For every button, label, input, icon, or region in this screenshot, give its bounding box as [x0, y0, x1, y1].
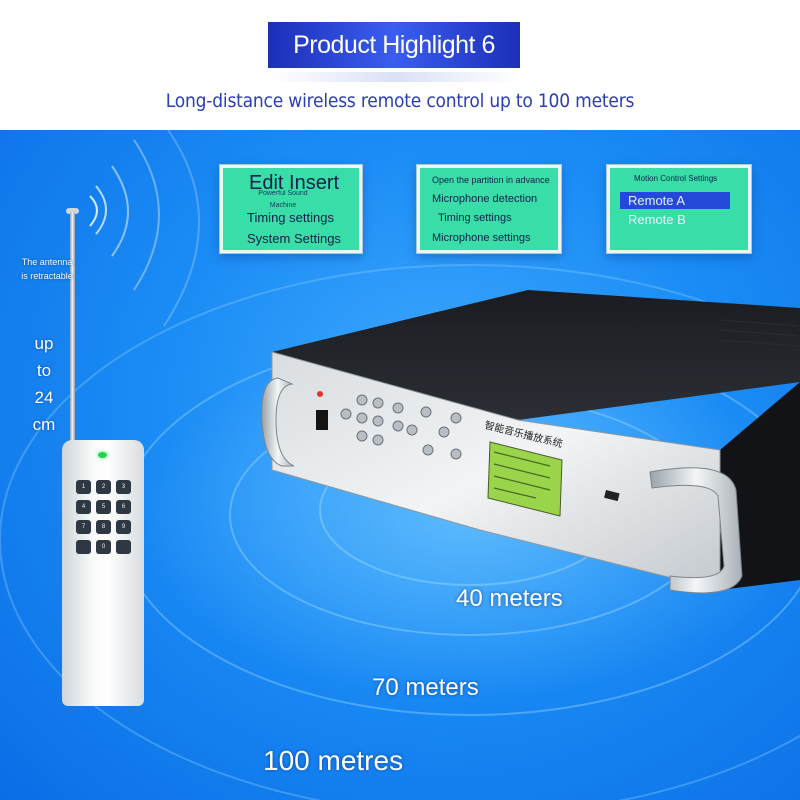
lcd-selection-highlight [620, 192, 730, 209]
control-button [356, 430, 368, 442]
control-button [372, 397, 384, 409]
headline-number: 6 [481, 31, 495, 59]
remote-key: 3 [116, 480, 131, 494]
device-lcd-row [493, 451, 551, 467]
header-haze [270, 72, 520, 82]
music-player-device: 智能音乐播放系统 [261, 290, 800, 594]
control-button [450, 448, 462, 460]
device-top [272, 290, 800, 420]
headline-badge: Product Highlight 6 [268, 22, 520, 68]
lcd-edit-line3: System Settings [247, 231, 341, 246]
lcd-panel-partition: Open the partition in advance Microphone… [417, 165, 561, 253]
device-vent [719, 339, 799, 347]
headline: Product Highlight 6 [268, 22, 520, 68]
remote-key: 4 [76, 500, 91, 514]
ring-100 [0, 264, 800, 800]
lcd-partition-line4: Microphone settings [432, 232, 531, 244]
device-lcd-row [493, 487, 537, 499]
usb-port [604, 490, 620, 502]
lcd-motion-option1: Remote A [628, 193, 686, 208]
remote-key: 9 [116, 520, 131, 534]
control-buttons [340, 394, 462, 460]
lcd-panel-edit: Edit Insert Powerful Sound Machine Timin… [220, 165, 362, 253]
lcd-partition-line1: Open the partition in advance [432, 175, 550, 185]
remote-led [98, 452, 107, 458]
control-button [450, 412, 462, 424]
signal-arc-5 [163, 130, 200, 327]
remote-key [76, 540, 91, 554]
device-lcd-row [493, 463, 551, 479]
control-button [356, 394, 368, 406]
power-indicator [317, 391, 323, 397]
device-lcd [487, 441, 563, 517]
antenna [70, 212, 75, 442]
control-button [438, 426, 450, 438]
signal-arc-3 [111, 165, 129, 257]
lcd-partition-line2: Microphone detection [432, 193, 538, 205]
power-switch [316, 410, 328, 430]
subheading: Long-distance wireless remote control up… [165, 90, 635, 112]
device-right-handle [649, 467, 743, 594]
signal-arc-4 [133, 139, 160, 291]
device-vent [719, 329, 799, 337]
control-button [406, 424, 418, 436]
signal-arc-1 [89, 195, 98, 227]
remote-key: 6 [116, 500, 131, 514]
lcd-edit-overlay: Powerful Sound Machine [258, 190, 308, 209]
control-button [392, 402, 404, 414]
control-button [372, 415, 384, 427]
lcd-motion-option2: Remote B [628, 212, 686, 227]
antenna-note: The antenna is retractable [21, 257, 73, 281]
remote-key: 8 [96, 520, 111, 534]
control-button [340, 408, 352, 420]
lcd-motion-title: Motion Control Settings [634, 174, 718, 183]
device-side [720, 382, 800, 590]
signal-waves-icon [89, 130, 200, 327]
antenna-tip [66, 208, 79, 214]
control-button [392, 420, 404, 432]
control-button [356, 412, 368, 424]
headline-label: Product Highlight [293, 31, 476, 59]
header: Product Highlight 6 Long-distance wirele… [0, 0, 800, 130]
lcd-edit-title: Edit Insert [249, 172, 340, 194]
remote-key: 5 [96, 500, 111, 514]
lcd-panel-motion: Motion Control Settings Remote A Remote … [607, 165, 751, 253]
antenna-length-note: up to 24 cm [32, 334, 56, 434]
remote-key: 2 [96, 480, 111, 494]
product-scene: Edit Insert Powerful Sound Machine Timin… [0, 130, 800, 800]
lcd-edit-line2: Timing settings [247, 210, 334, 225]
remote-key: 0 [96, 540, 111, 554]
control-button [422, 444, 434, 456]
device-lcd-row [493, 475, 551, 491]
control-button [372, 434, 384, 446]
distance-label-100: 100 metres [263, 745, 404, 776]
device-vent [719, 319, 799, 327]
remote-key: 1 [76, 480, 91, 494]
remote-keypad: 1 2 3 4 5 6 7 8 9 0 [76, 480, 132, 554]
remote-key: 7 [76, 520, 91, 534]
control-button [420, 406, 432, 418]
distance-label-40: 40 meters [456, 585, 563, 612]
lcd-partition-line3: Timing settings [438, 212, 512, 224]
distance-label-70: 70 meters [372, 674, 479, 701]
remote-key [116, 540, 131, 554]
device-left-handle [261, 377, 295, 467]
signal-arc-2 [95, 185, 107, 235]
